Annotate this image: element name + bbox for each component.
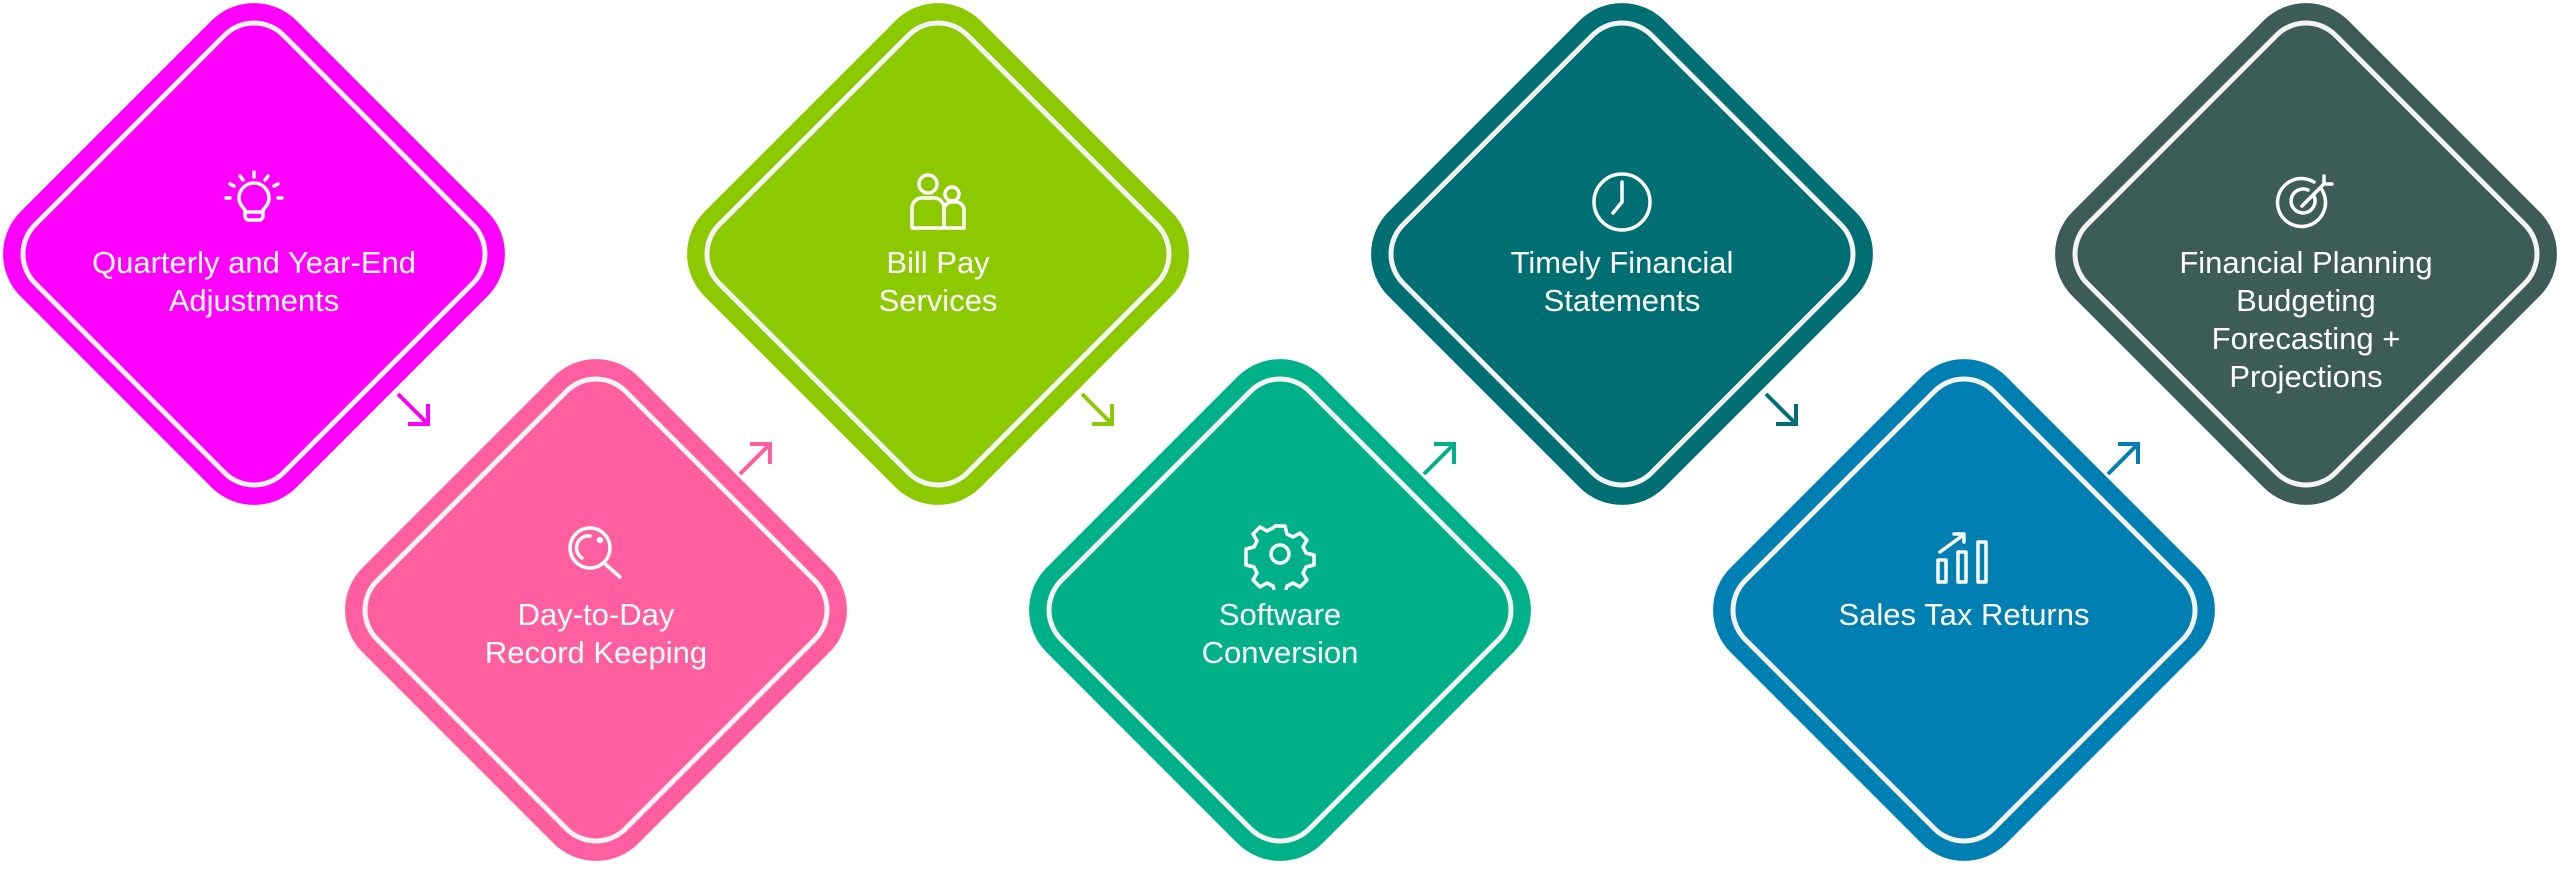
step-content: Software Conversion [1070,518,1490,672]
step-content: Day-to-Day Record Keeping [386,518,806,672]
step-label: Software Conversion [1201,597,1359,670]
arrow-up-right-icon [736,438,776,478]
step-content: Financial Planning Budgeting Forecasting… [2096,166,2516,396]
arrow-up-right-icon [1420,438,1460,478]
target-icon [2270,166,2342,238]
bar-chart-growth-icon [1928,518,2000,590]
step-label: Quarterly and Year-End Adjustments [92,245,416,318]
step-content: Timely Financial Statements [1412,166,1832,320]
step-content: Quarterly and Year-End Adjustments [44,166,464,320]
magnifier-icon [560,518,632,590]
step-label: Financial Planning Budgeting Forecasting… [2179,245,2433,394]
arrow-down-right-icon [1078,390,1118,430]
arrow-down-right-icon [1762,390,1802,430]
arrow-down-right-icon [394,390,434,430]
step-content: Bill Pay Services [728,166,1148,320]
clock-icon [1586,166,1658,238]
lightbulb-icon [218,166,290,238]
people-icon [902,166,974,238]
step-content: Sales Tax Returns [1754,518,2174,634]
step-label: Day-to-Day Record Keeping [484,597,708,670]
step-label: Bill Pay Services [878,245,998,318]
gear-icon [1244,518,1316,596]
arrow-up-right-icon [2104,438,2144,478]
step-label: Sales Tax Returns [1838,597,2090,632]
step-label: Timely Financial Statements [1510,245,1734,318]
